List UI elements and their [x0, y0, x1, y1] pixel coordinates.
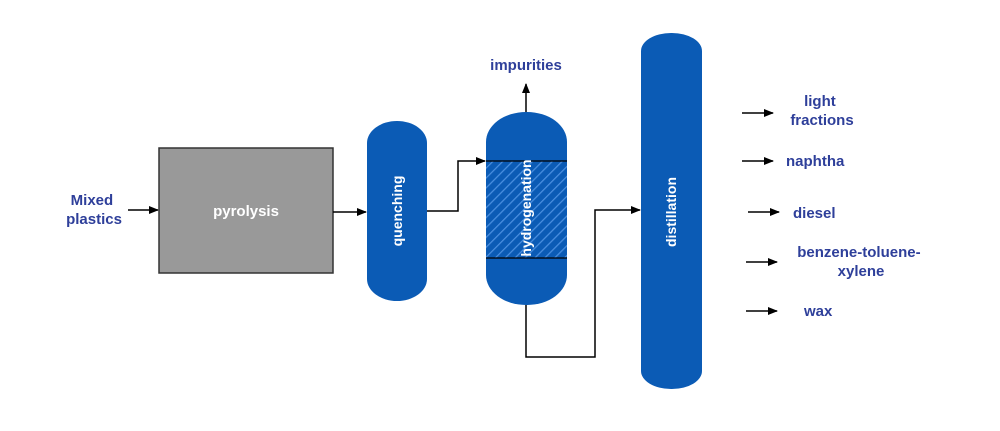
light-fractions-label: light fractions — [790, 93, 853, 129]
pyrolysis-unit — [158, 147, 334, 274]
naphtha-label: naphtha — [786, 153, 845, 170]
hydrogenation-to-distillation-arrow — [525, 206, 641, 358]
distillation-label: distillation — [663, 177, 679, 247]
pyrolysis-label: pyrolysis — [213, 203, 279, 220]
quenching-column — [367, 121, 427, 301]
wax-label: wax — [803, 303, 833, 320]
quenching-label: quenching — [389, 176, 405, 247]
impurities-label: impurities — [490, 57, 562, 74]
input-label: Mixed plastics — [66, 192, 122, 228]
quench-to-hydrogenation-arrow — [427, 157, 486, 212]
diesel-label: diesel — [793, 205, 836, 222]
hydrogenation-label: hydrogenation — [518, 159, 534, 256]
distillation-column — [641, 33, 702, 389]
catalyst-bed — [486, 161, 567, 258]
btx-label: benzene-toluene- xylene — [797, 244, 925, 280]
